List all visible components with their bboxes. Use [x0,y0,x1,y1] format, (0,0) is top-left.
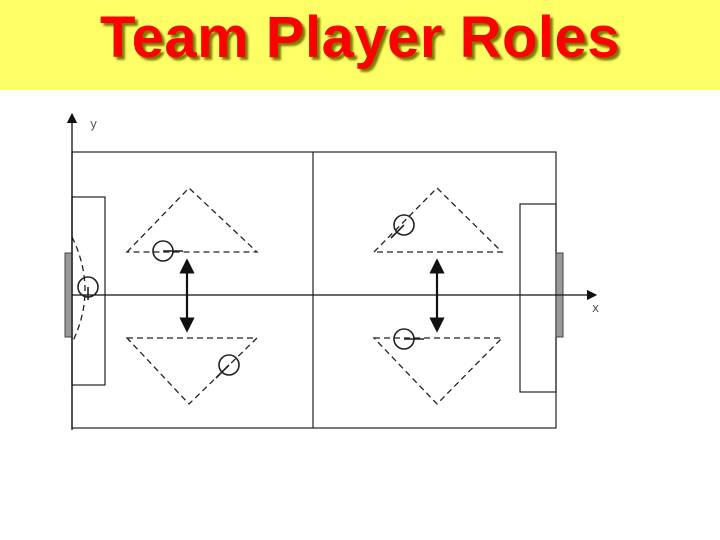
right-lower-zone [372,337,504,405]
title-bar: Team Player Roles [0,0,720,90]
left-defender-top-player-icon [152,240,183,262]
field-boundary [71,151,557,429]
left-lower-zone [125,337,259,405]
right-penalty-box [519,203,557,393]
goalkeeper-player-icon [77,276,99,300]
right-upper-zone [372,187,504,253]
x-axis-label: x [592,301,599,315]
goalkeeper-zone-arc [71,236,86,344]
left-goal [64,252,73,338]
right-forward-bottom-player-icon [393,328,424,350]
left-upper-zone [125,187,259,253]
right-forward-top-player-icon [390,214,415,239]
y-axis-label: y [90,117,97,131]
page-title: Team Player Roles [99,5,621,70]
left-defender-bottom-player-icon [215,354,240,379]
